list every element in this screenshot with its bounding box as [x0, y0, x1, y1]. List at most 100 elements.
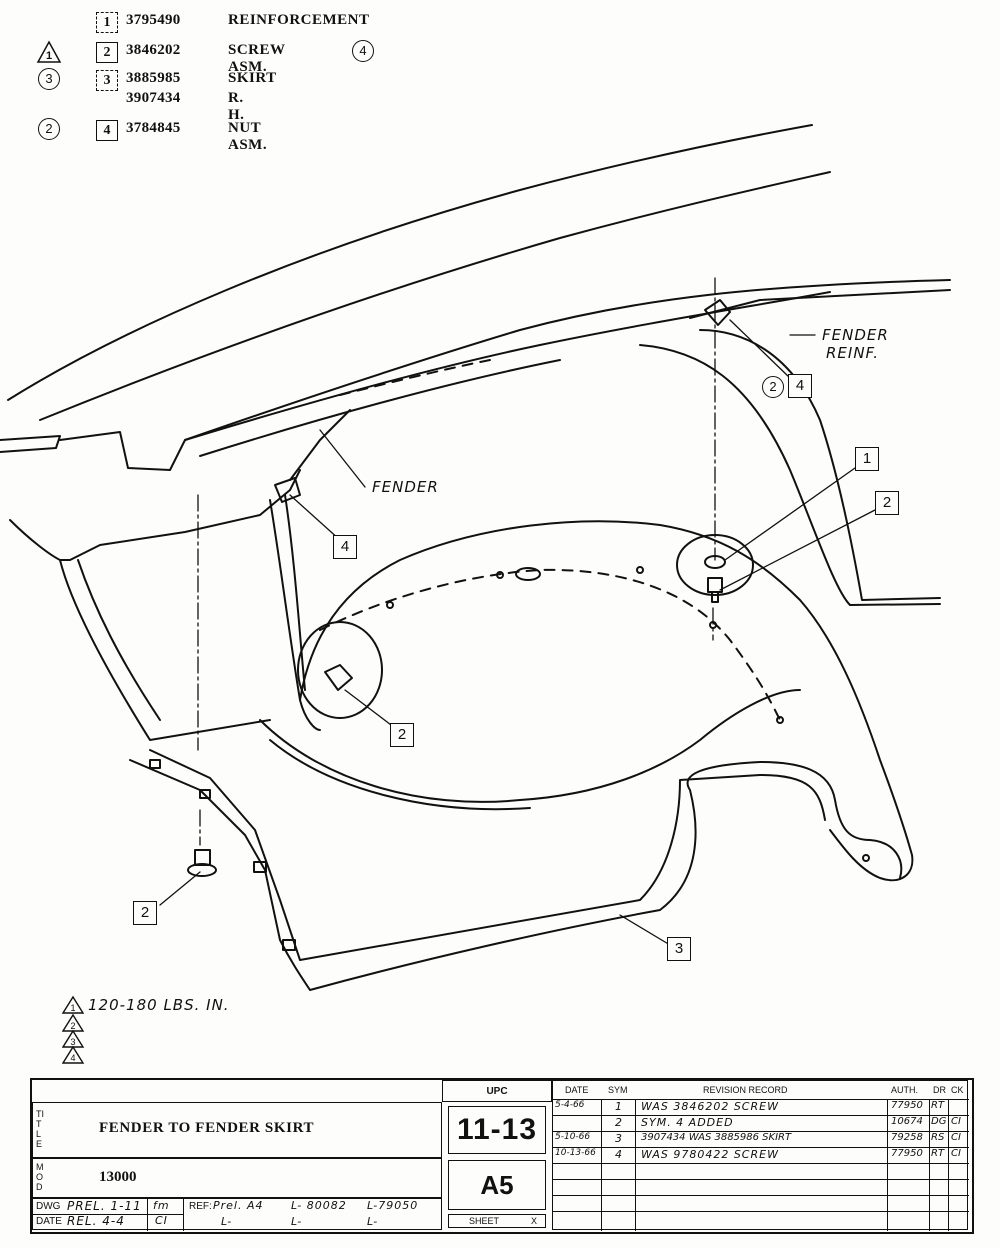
rev-record: WAS 3846202 SCREW: [641, 1100, 779, 1113]
ref-l5: L-: [367, 1215, 379, 1228]
rev-sym: 2: [615, 1116, 622, 1129]
part-name: NUT ASM.: [228, 120, 268, 153]
revision-row: 5-4-66 1 WAS 3846202 SCREW 77950 RT: [553, 1100, 967, 1116]
ref-l2: L-79050: [367, 1199, 419, 1212]
model-cell: MOD 13000: [32, 1158, 442, 1198]
sheet-label: SHEET: [469, 1216, 500, 1226]
model-number: 13000: [99, 1169, 137, 1185]
upc-cell: 11-13: [448, 1106, 546, 1154]
part-name-alt: R. H.: [228, 90, 245, 123]
rev-ck: CI: [951, 1148, 961, 1159]
svg-text:2: 2: [70, 1021, 75, 1031]
rev-dr: RT: [931, 1100, 945, 1111]
rev-dr: RS: [931, 1132, 945, 1143]
fender-reinf: [689, 289, 951, 319]
fender-reinf-3: [639, 344, 941, 606]
revision-record: DATE SYM REVISION RECORD AUTH. DR CK 5-4…: [552, 1080, 969, 1231]
revision-circle-icon: 2: [762, 376, 784, 398]
rev-sym: 1: [615, 1100, 622, 1113]
torque-value: 120-180 LBS. IN.: [88, 996, 230, 1014]
fender-lip: [184, 291, 831, 441]
fender-label: FENDER: [372, 478, 439, 496]
svg-text:4: 4: [70, 1053, 75, 1063]
revision-row: 2 SYM. 4 ADDED 10674 DG CI: [553, 1116, 967, 1132]
model-label: MOD: [36, 1162, 44, 1192]
fender-skirt-drawing: [0, 124, 951, 991]
dwg-initials: fm: [153, 1199, 170, 1212]
fender-outer-line: [7, 124, 813, 401]
callout-4-top: 4: [788, 374, 812, 398]
ref-l3: L-: [221, 1215, 233, 1228]
revision-triangle-icon: 1: [36, 40, 62, 63]
dwg-value: PREL. 1-11: [67, 1199, 142, 1213]
revision-triangle-icon: 4: [62, 1045, 85, 1064]
part-name: REINFORCEMENT: [228, 12, 370, 28]
rev-auth: 10674: [891, 1116, 923, 1127]
revision-circle-icon: 3: [38, 68, 60, 90]
title-label: TITLE: [36, 1109, 44, 1149]
part-index: 1: [96, 12, 118, 33]
fender-rear-panel-inner: [59, 559, 271, 741]
callout-2-center: 2: [390, 723, 414, 747]
fender-strut-2: [284, 494, 306, 691]
rev-ck: CI: [951, 1132, 961, 1143]
skirt-curve: [259, 689, 801, 803]
skirt-outline: [299, 520, 914, 882]
fender-attach-dashed: [339, 359, 491, 396]
rev-date: 5-10-66: [555, 1132, 591, 1142]
part-number: 3885985: [126, 70, 181, 86]
date-label: DATE: [36, 1216, 62, 1227]
ref-l1: L- 80082: [291, 1199, 347, 1212]
rev-header-date: DATE: [565, 1085, 589, 1095]
rev-record: WAS 9780422 SCREW: [641, 1148, 779, 1161]
date-value: REL. 4-4: [67, 1214, 125, 1228]
svg-text:1: 1: [70, 1003, 75, 1013]
fender-rear-panel-inner-2: [77, 559, 161, 721]
rev-date: 5-4-66: [555, 1100, 585, 1110]
callout-4-left: 4: [333, 535, 357, 559]
detail-circle: [297, 621, 383, 719]
sheet-cell: SHEET X: [448, 1214, 546, 1228]
upc-label: UPC: [486, 1086, 508, 1097]
fender-strut-3: [289, 409, 351, 481]
rev-header-ck: CK: [951, 1085, 964, 1095]
sheet-x: X: [531, 1216, 538, 1226]
rev-auth: 79258: [891, 1132, 923, 1143]
skirt-curve-2: [269, 739, 531, 811]
revision-row: 5-10-66 3 3907434 WAS 3885986 SKIRT 7925…: [553, 1132, 967, 1148]
part-index: 4: [96, 120, 118, 141]
revision-circle-icon: 2: [38, 118, 60, 140]
rev-record: 3907434 WAS 3885986 SKIRT: [641, 1132, 792, 1143]
fender-reinf-label-1: FENDER: [822, 326, 889, 344]
rev-auth: 77950: [891, 1100, 923, 1111]
rev-sym: 3: [615, 1132, 622, 1145]
ref-label: REF:: [189, 1201, 212, 1212]
fender-lip-2: [199, 359, 561, 457]
rev-record: SYM. 4 ADDED: [641, 1116, 734, 1129]
fender-strut: [269, 499, 321, 731]
rev-ck: CI: [951, 1116, 961, 1127]
rev-auth: 77950: [891, 1148, 923, 1159]
part-name: SCREW ASM.: [228, 42, 286, 75]
ref-value: Prel. A4: [213, 1199, 264, 1212]
upc-value: 11-13: [456, 1113, 538, 1146]
rev-header-record: REVISION RECORD: [703, 1085, 788, 1095]
rev-header-dr: DR: [933, 1085, 946, 1095]
callout-2-right: 2: [875, 491, 899, 515]
fender-rear-panel: [9, 469, 301, 561]
part-index: 2: [96, 42, 118, 63]
title-block: TITLE FENDER TO FENDER SKIRT MOD 13000 D…: [30, 1078, 974, 1234]
rev-header-sym: SYM: [608, 1085, 628, 1095]
ref-l4: L-: [291, 1215, 303, 1228]
date-initials: CI: [155, 1214, 168, 1227]
rev-dr: DG: [931, 1116, 947, 1127]
revision-circle-icon: 4: [352, 40, 374, 62]
dwg-cell: DWG PREL. 1-11 fm DATE REL. 4-4 CI REF: …: [32, 1198, 442, 1231]
callout-2-lower: 2: [133, 901, 157, 925]
upc-header: UPC: [442, 1080, 552, 1102]
fender-reinf-label-2: REINF.: [826, 344, 880, 362]
part-number: 3784845: [126, 120, 181, 136]
revision-triangle-icon: 1: [62, 995, 85, 1014]
skirt-lower-edge: [129, 759, 903, 991]
rev-header-auth: AUTH.: [891, 1085, 918, 1095]
